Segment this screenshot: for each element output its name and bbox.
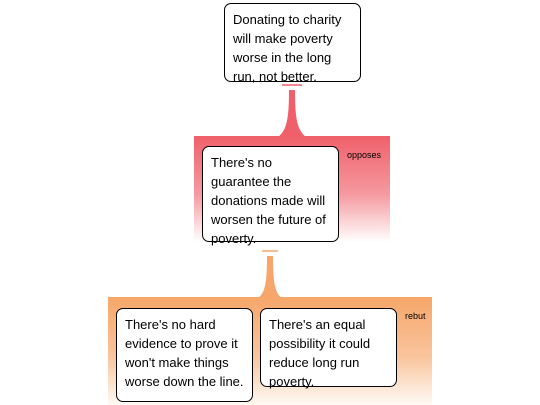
connector-rebut <box>258 256 282 298</box>
rebut-node-1[interactable]: There's no hard evidence to prove it won… <box>116 308 253 402</box>
connector-opposes <box>278 90 306 137</box>
rebut-node-2[interactable]: There's an equal possibility it could re… <box>260 308 397 389</box>
opposes-label: opposes <box>347 150 382 160</box>
rebut-label: rebut <box>405 311 426 321</box>
claim-node[interactable]: Donating to charity will make poverty wo… <box>224 3 361 84</box>
opposes-node[interactable]: There's no guarantee the donations made … <box>202 146 339 246</box>
